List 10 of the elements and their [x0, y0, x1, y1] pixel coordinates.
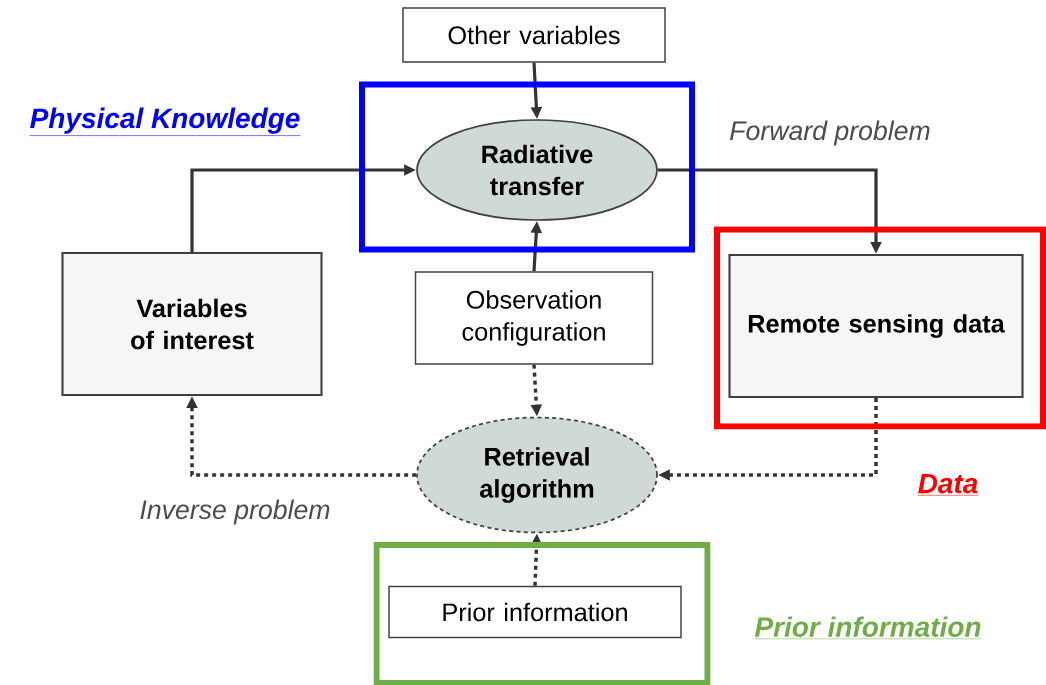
edge-label: Inverse problem — [138, 498, 332, 526]
node-label: Physical Knowledge — [30, 107, 300, 134]
process-box: Prior information — [388, 585, 682, 639]
process-box: Other variables — [402, 7, 666, 63]
process-box: Variables of interest — [61, 251, 323, 397]
node-label: Prior information — [754, 616, 981, 637]
node-label: Data — [918, 473, 978, 494]
process-box: Remote sensing data — [728, 253, 1024, 399]
edge-label: Forward problem — [727, 119, 933, 147]
process-box: Observation configuration — [414, 271, 654, 365]
